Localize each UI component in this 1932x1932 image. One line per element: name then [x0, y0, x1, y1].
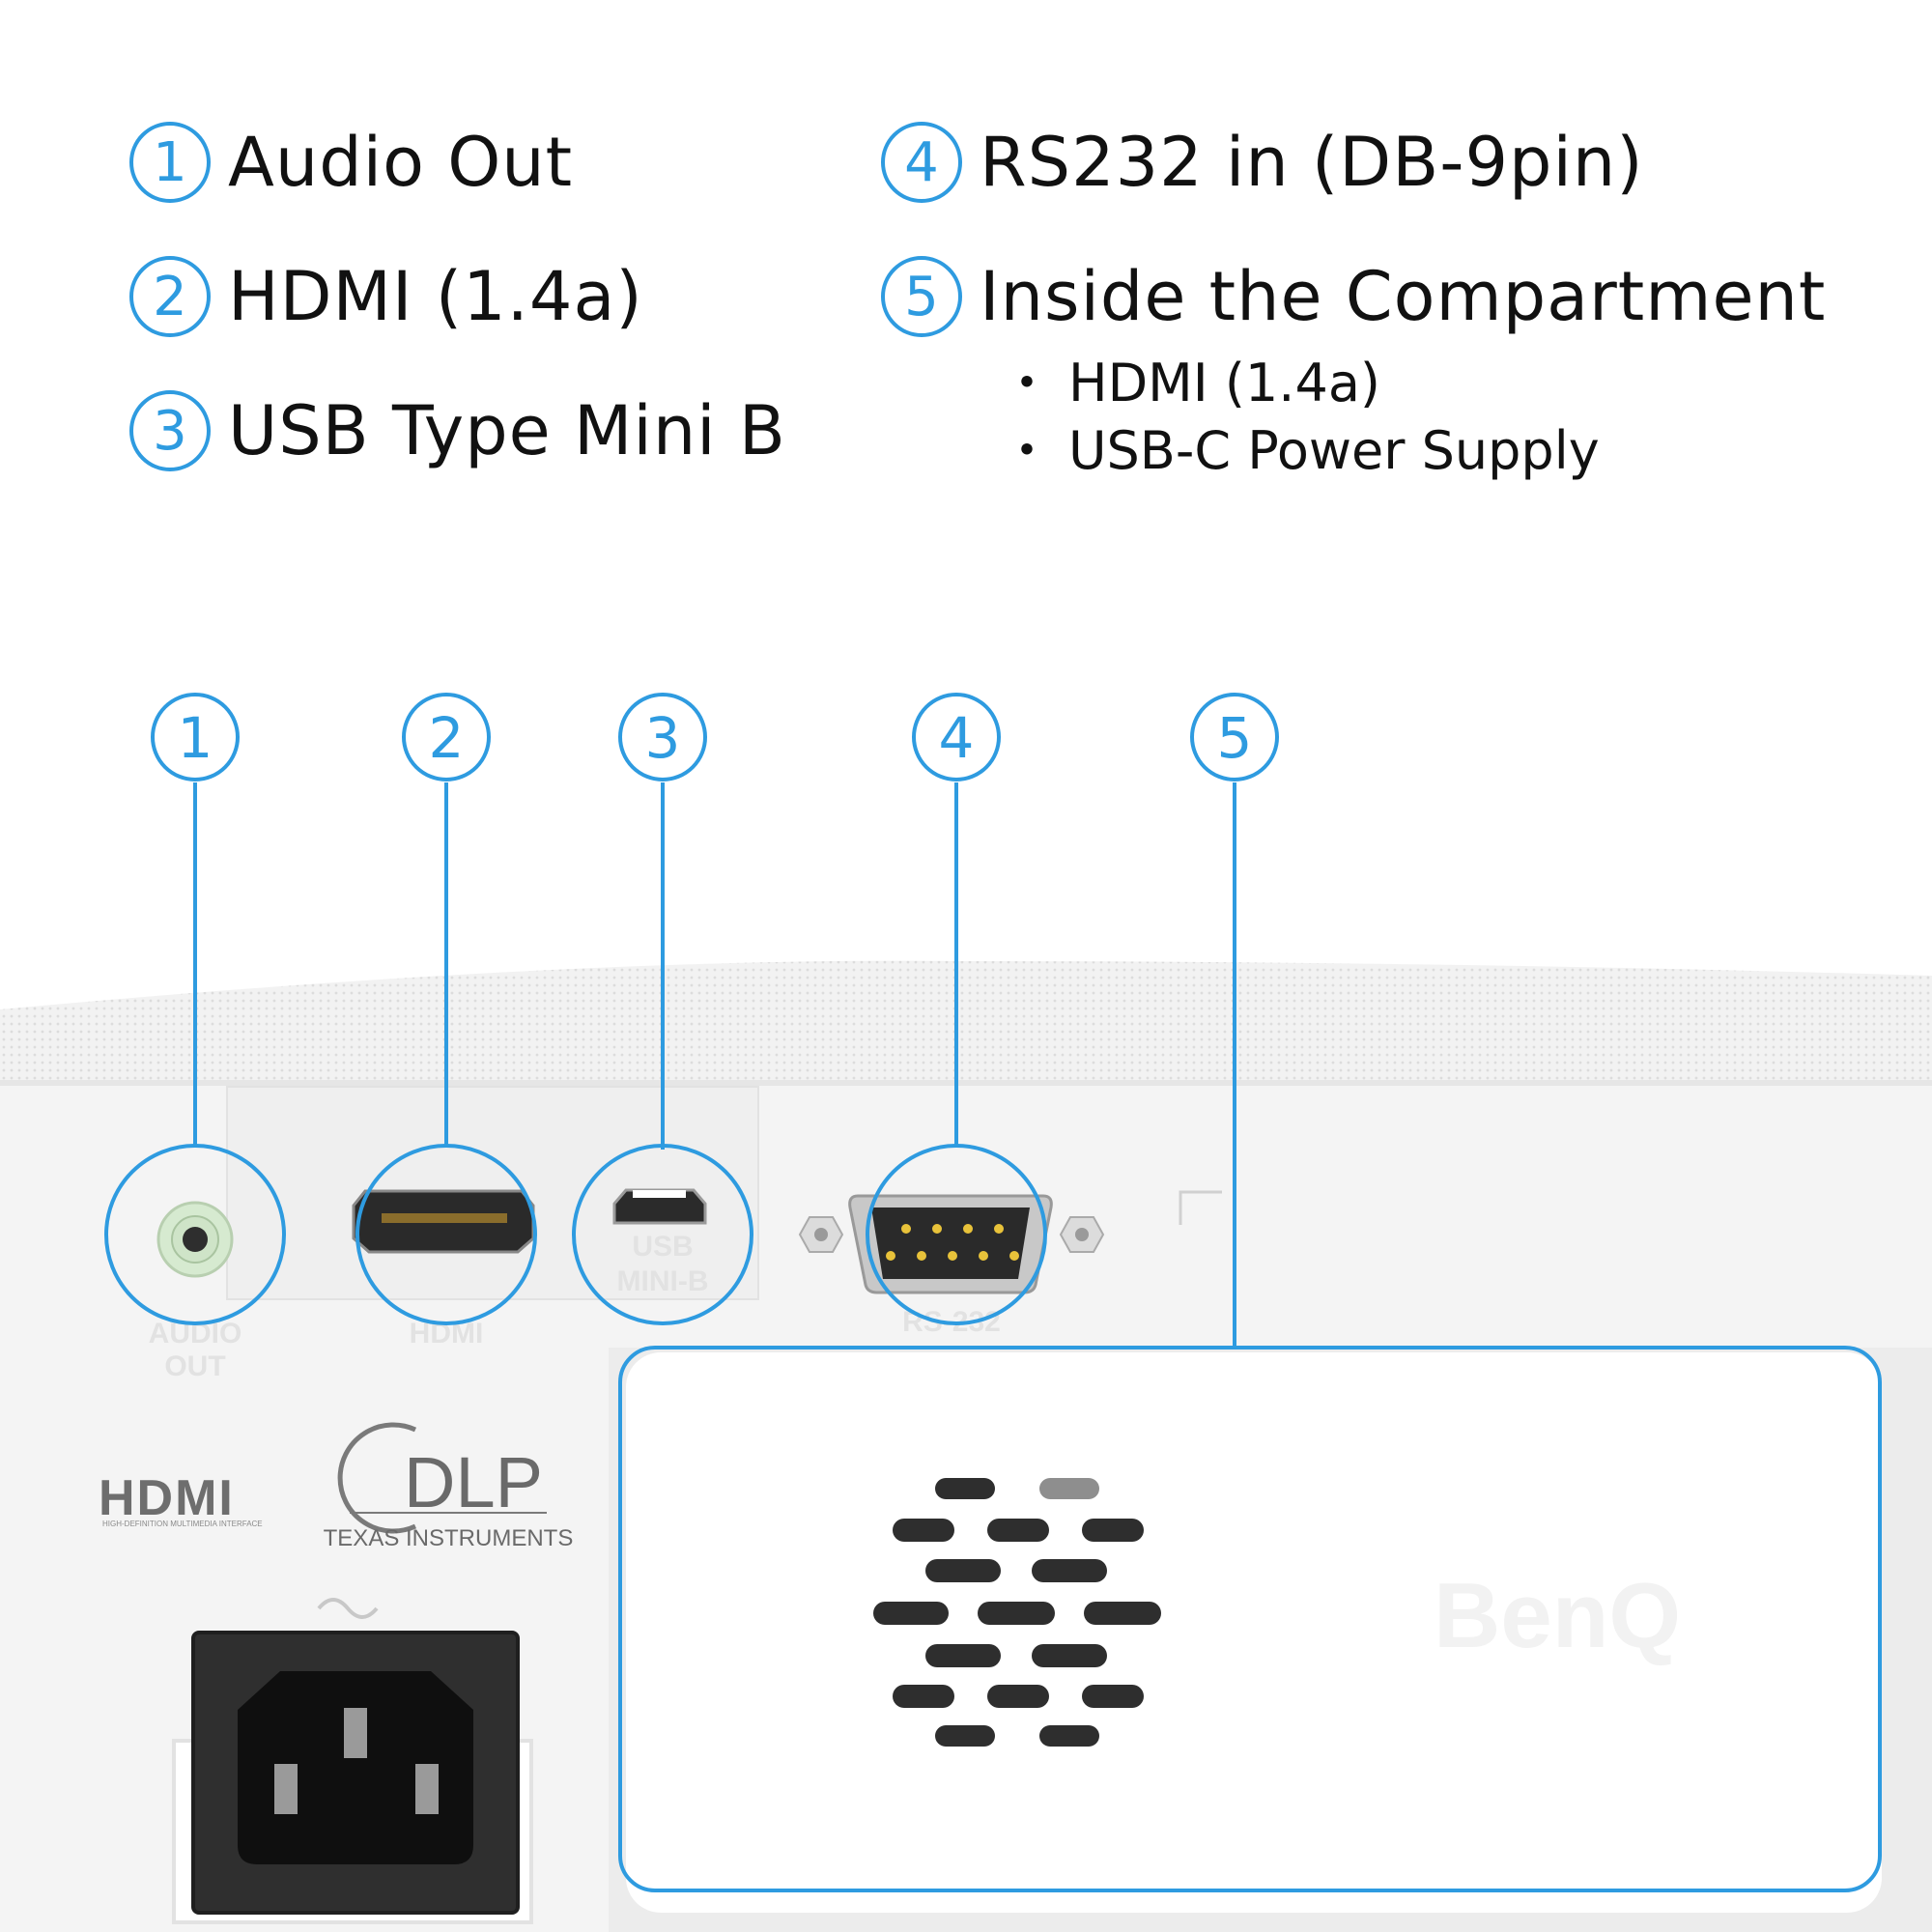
legend-label: Inside the Compartment [980, 257, 1827, 336]
sub-item-label: HDMI (1.4a) [1068, 353, 1380, 413]
number-badge: 5 [881, 256, 962, 337]
number-badge: 3 [129, 390, 211, 471]
panel-label-mini-b: MINI-B [617, 1265, 709, 1297]
compartment-sub-item: ・HDMI (1.4a) [1001, 340, 1380, 416]
sub-item-label: USB-C Power Supply [1068, 420, 1600, 481]
legend-label: RS232 in (DB-9pin) [980, 123, 1644, 202]
hdmi-port [352, 1189, 535, 1254]
hdmi-logo-text: HDMI [99, 1470, 235, 1526]
callout-number: 2 [429, 705, 465, 771]
panel-label-usb: USB [632, 1231, 693, 1263]
ac-symbol [317, 1598, 379, 1619]
hdmi-logo-subtitle: HIGH-DEFINITION MULTIMEDIA INTERFACE [102, 1520, 263, 1528]
audio-out-jack [156, 1201, 234, 1278]
bullet: ・ [1001, 353, 1053, 413]
ac-power-inlet [172, 1631, 533, 1924]
compartment-cover: BenQ [609, 1348, 1932, 1932]
legend-item-usb-mini-b: 3 USB Type Mini B [129, 390, 786, 471]
callout-lines [193, 782, 1236, 1348]
dlp-logo-text: DLP [404, 1442, 543, 1522]
top-grille [0, 960, 1932, 1082]
rs232-port [798, 1194, 1105, 1294]
usb-mini-b-port [612, 1188, 707, 1225]
panel-label-audio-out: OUT [164, 1350, 225, 1382]
highlight-usb [572, 1144, 753, 1325]
legend-label: HDMI (1.4a) [228, 257, 643, 336]
callout-badges: 1 2 3 4 5 [151, 693, 1279, 781]
highlight-compartment [618, 1346, 1882, 1892]
legend-item-rs232: 4 RS232 in (DB-9pin) [881, 122, 1644, 203]
port-legend: 1 Audio Out 2 HDMI (1.4a) 3 USB Type Min… [0, 0, 1932, 502]
number-badge: 1 [129, 122, 211, 203]
legend-item-audio-out: 1 Audio Out [129, 122, 573, 203]
highlight-hdmi [355, 1144, 537, 1325]
compartment-sub-item: ・USB-C Power Supply [1001, 408, 1600, 484]
legend-item-compartment: 5 Inside the Compartment [881, 256, 1826, 337]
ti-logo-text: TEXAS INSTRUMENTS [324, 1525, 574, 1551]
callout-number: 5 [1217, 705, 1253, 771]
highlight-circles [104, 1144, 1882, 1892]
legend-label: Audio Out [228, 123, 574, 202]
number-badge: 2 [129, 256, 211, 337]
dlp-logo: DLP TEXAS INSTRUMENTS [324, 1422, 574, 1551]
brand-logo-text: BenQ [1434, 1564, 1681, 1667]
callout-number: 1 [178, 705, 213, 771]
speaker-vents [873, 1478, 1161, 1747]
callout-number: 4 [939, 705, 975, 771]
number-badge: 4 [881, 122, 962, 203]
hdmi-logo: HDMI HIGH-DEFINITION MULTIMEDIA INTERFAC… [99, 1470, 263, 1528]
callout-number: 3 [645, 705, 681, 771]
legend-label: USB Type Mini B [228, 391, 786, 470]
highlight-rs232 [866, 1144, 1047, 1325]
legend-item-hdmi: 2 HDMI (1.4a) [129, 256, 643, 337]
bullet: ・ [1001, 420, 1053, 481]
highlight-audio [104, 1144, 286, 1325]
